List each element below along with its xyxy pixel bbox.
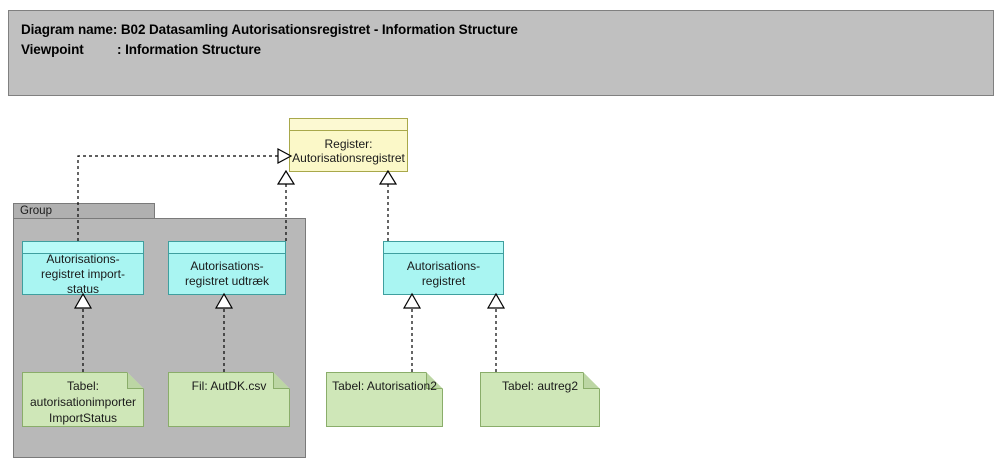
node-body: Autorisations-registret udtræk [169, 254, 285, 294]
node-label: Autorisations-registret import-status [40, 251, 126, 296]
viewpoint-value: Information Structure [125, 42, 261, 57]
artifact-shape [22, 372, 144, 427]
arrowhead-hollow-triangle [402, 292, 422, 309]
diagram-title-bar: Diagram name: B02 Datasamling Autorisati… [8, 10, 994, 96]
viewpoint-separator: : [117, 42, 122, 57]
artifact-fil-autdk-csv[interactable]: Fil: AutDK.csv [168, 372, 290, 427]
node-label: Autorisations-registret [406, 259, 481, 288]
diagram-name-label: Diagram name [21, 22, 113, 37]
artifact-tabel-autorisationimporter-importstatus[interactable]: Tabel: autorisationimporter ImportStatus [22, 372, 144, 427]
diagram-name-value: B02 Datasamling Autorisationsregistret -… [120, 22, 518, 37]
node-header-strip [169, 242, 285, 254]
artifact-label: Tabel: autreg2 [501, 379, 579, 393]
node-data-object-autorisationsregistret[interactable]: Autorisations-registret [383, 241, 504, 295]
arrowhead-hollow-triangle [378, 169, 398, 185]
node-label: Register: Autorisationsregistret [292, 137, 405, 165]
artifact-shape [326, 372, 443, 427]
node-header-strip [384, 242, 503, 254]
group-label: Group [20, 205, 52, 217]
artifact-label: Tabel: autorisationimporter ImportStatus [29, 379, 137, 425]
artifact-shape [480, 372, 600, 427]
artifact-tabel-autorisation2[interactable]: Tabel: Autorisation2 [326, 372, 443, 427]
artifact-tabel-autreg2[interactable]: Tabel: autreg2 [480, 372, 600, 427]
viewpoint-line: Viewpoint: Information Structure [21, 42, 261, 57]
node-body: Autorisations-registret [384, 254, 503, 294]
node-data-object-udtraek[interactable]: Autorisations-registret udtræk [168, 241, 286, 295]
node-label: Autorisations-registret udtræk [184, 259, 270, 288]
node-register-autorisationsregistret[interactable]: Register: Autorisationsregistret [289, 118, 408, 172]
diagram-name-separator: : [112, 22, 118, 37]
viewpoint-label: Viewpoint [21, 42, 84, 57]
artifact-label: Tabel: Autorisation2 [332, 379, 437, 393]
artifact-shape [168, 372, 290, 427]
group-tab: Group [13, 203, 155, 219]
node-header-strip [23, 242, 143, 254]
artifact-label: Fil: AutDK.csv [191, 379, 267, 393]
node-header-strip [290, 119, 407, 131]
arrowhead-hollow-triangle [276, 169, 296, 185]
node-data-object-import-status[interactable]: Autorisations-registret import-status [22, 241, 144, 296]
node-body: Autorisations-registret import-status [23, 251, 143, 296]
arrowhead-hollow-triangle [486, 292, 506, 309]
diagram-name-line: Diagram name: B02 Datasamling Autorisati… [21, 22, 518, 37]
node-body: Register: Autorisationsregistret [290, 131, 407, 171]
